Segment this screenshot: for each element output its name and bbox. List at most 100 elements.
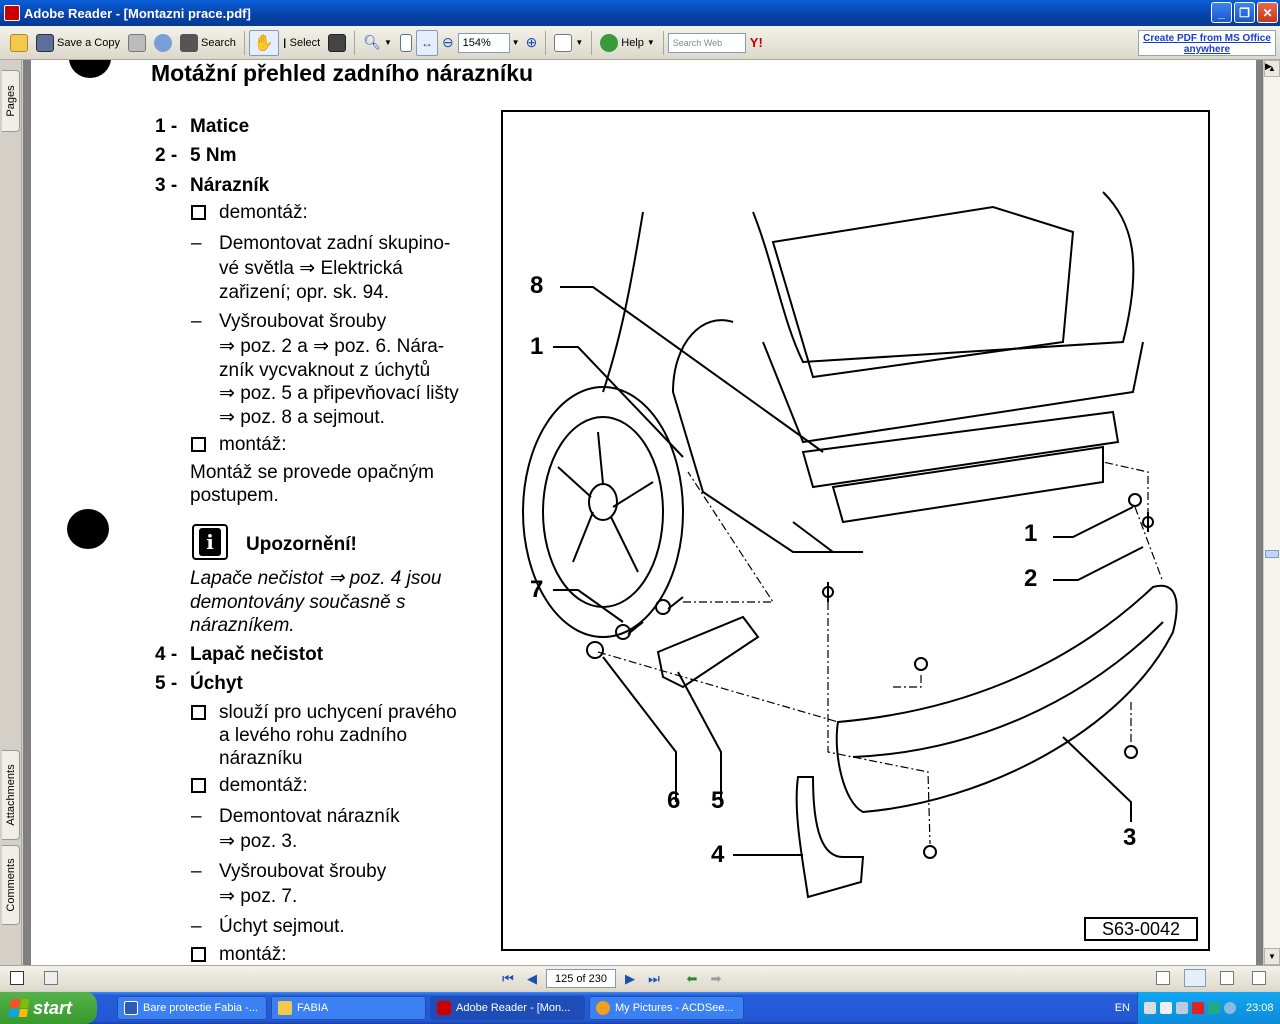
printer-icon: [127, 33, 146, 52]
monitor-icon[interactable]: [1176, 1002, 1188, 1014]
tab-attachments[interactable]: Attachments: [2, 750, 20, 840]
info-icon: i: [192, 524, 228, 560]
save-copy-button[interactable]: Save a Copy: [32, 30, 124, 56]
dash-marker: –: [191, 311, 202, 332]
system-tray: 23:08: [1137, 992, 1280, 1024]
yahoo-button[interactable]: Y!: [746, 30, 767, 56]
single-page-view-button[interactable]: [1156, 971, 1170, 985]
montaz-text: postupem.: [190, 485, 279, 506]
uchyt-desc: slouží pro uchycení pravého: [219, 702, 457, 723]
disk-icon: [36, 33, 54, 52]
continuous-facing-view-button[interactable]: [1252, 971, 1266, 985]
maximize-button[interactable]: ❐: [1234, 2, 1255, 23]
skype-icon[interactable]: [1224, 1002, 1236, 1014]
start-button[interactable]: start: [0, 992, 97, 1024]
search-web-input[interactable]: Search Web: [667, 32, 746, 53]
minus-circle-icon: ⊖: [441, 34, 454, 50]
montaz-label: montáž:: [219, 434, 287, 455]
create-pdf-link[interactable]: Create PDF from MS Office anywhere: [1138, 30, 1276, 56]
page-title: Motážní přehled zadního nárazníku: [151, 60, 534, 86]
callout-1: 1: [530, 333, 544, 360]
next-page-button[interactable]: ▶: [625, 970, 635, 986]
step-text: vé světla ⇒ Elektrická: [219, 258, 403, 279]
select-label: Select: [289, 36, 321, 49]
scroll-right-button[interactable]: ▶: [1265, 61, 1272, 71]
demontaz-label: demontáž:: [219, 202, 308, 223]
step-text: Vyšroubovat šrouby: [219, 311, 387, 332]
previous-view-button[interactable]: ⬅: [686, 970, 698, 986]
montaz-text: Montáž se provede opačným: [190, 462, 434, 483]
taskbar-item-folder[interactable]: FABIA: [271, 996, 426, 1020]
taskbar-item-acdsee[interactable]: My Pictures - ACDSee...: [589, 996, 744, 1020]
item-4-num: 4 -: [155, 644, 178, 665]
close-button[interactable]: ✕: [1257, 2, 1278, 23]
page-size-icon[interactable]: [10, 971, 24, 985]
taskbar-item-adobe-reader[interactable]: Adobe Reader - [Mon...: [430, 996, 585, 1020]
zoom-input[interactable]: 154%: [457, 32, 510, 53]
scroll-thumb[interactable]: [1265, 550, 1279, 558]
email-button[interactable]: [150, 30, 176, 56]
step-text: ⇒ poz. 2 a ⇒ poz. 6. Nára-: [219, 336, 445, 357]
step-text: ⇒ poz. 8 a sejmout.: [219, 407, 385, 428]
help-icon: [600, 33, 619, 52]
continuous-view-button[interactable]: [1184, 969, 1206, 987]
zoom-out-button[interactable]: ⊖: [438, 30, 458, 56]
folder-icon: [10, 33, 28, 52]
network-icon[interactable]: [1144, 1002, 1156, 1014]
open-button[interactable]: [6, 30, 32, 56]
item-5-label: Úchyt: [190, 673, 243, 694]
adobe-reader-icon: [4, 5, 20, 21]
actual-size-button[interactable]: [396, 30, 416, 56]
facing-view-button[interactable]: [1220, 971, 1234, 985]
minimize-button[interactable]: _: [1211, 2, 1232, 23]
antivirus-icon[interactable]: [1192, 1002, 1204, 1014]
fit-width-button[interactable]: ↔: [415, 29, 438, 56]
callout-8: 8: [530, 272, 544, 299]
text-cursor-icon: I: [282, 34, 287, 51]
zoom-in-tool-button[interactable]: 🔍︎▼: [359, 30, 396, 56]
warning-text: nárazníkem.: [190, 615, 295, 636]
task-label: Adobe Reader - [Mon...: [456, 1002, 571, 1014]
tab-comments[interactable]: Comments: [2, 845, 20, 925]
separator: [591, 30, 593, 55]
vertical-scrollbar[interactable]: ▲ ▼: [1263, 60, 1280, 965]
hand-tool-button[interactable]: ✋: [248, 29, 279, 56]
scroll-down-button[interactable]: ▼: [1264, 948, 1280, 965]
callout-6: 6: [667, 787, 681, 814]
help-button[interactable]: Help▼: [596, 30, 659, 56]
bumper-assembly-diagram: 8 1 1 2 7 6 5 4 3 S63-0042: [501, 110, 1210, 951]
print-button[interactable]: [124, 30, 150, 56]
page-number-input[interactable]: 125 of 230: [546, 969, 616, 988]
tab-pages[interactable]: Pages: [2, 70, 20, 132]
task-label: FABIA: [297, 1002, 329, 1014]
task-label: Bare protectie Fabia -...: [143, 1002, 258, 1014]
last-page-button[interactable]: ⏭: [648, 970, 660, 986]
zoom-value: 154%: [462, 36, 491, 49]
first-page-button[interactable]: ⏮: [502, 970, 514, 986]
zoom-in-button[interactable]: ⊕: [522, 30, 542, 56]
update-icon[interactable]: [1208, 1002, 1220, 1014]
previous-page-button[interactable]: ◀: [527, 970, 537, 986]
item-5-num: 5 -: [155, 673, 178, 694]
snapshot-button[interactable]: [324, 30, 350, 56]
item-1-label: Matice: [190, 116, 250, 137]
language-indicator[interactable]: EN: [1114, 1002, 1130, 1014]
yahoo-icon: Y!: [749, 35, 763, 50]
page-layout-button[interactable]: ▼: [550, 30, 587, 56]
zoom-dropdown[interactable]: ▼: [510, 30, 522, 56]
task-label: My Pictures - ACDSee...: [615, 1002, 734, 1014]
checkbox-bullet: [191, 947, 206, 962]
callout-3: 3: [1123, 824, 1137, 851]
document-view[interactable]: Motážní přehled zadního nárazníku 1 - Ma…: [23, 60, 1263, 965]
page-layout-icon[interactable]: [44, 971, 58, 985]
acdsee-icon: [596, 1001, 610, 1015]
fit-width-icon: ↔: [420, 35, 433, 50]
taskbar-item-word[interactable]: Bare protectie Fabia -...: [117, 996, 267, 1020]
uchyt-desc: a levého rohu zadního: [219, 725, 408, 746]
search-button[interactable]: Search: [176, 30, 240, 56]
volume-icon[interactable]: [1160, 1002, 1172, 1014]
status-bar: ⏮ ◀ 125 of 230 ▶ ⏭ ⬅ ➡: [0, 965, 1280, 991]
next-view-button[interactable]: ➡: [710, 970, 722, 986]
tab-attachments-label: Attachments: [4, 764, 17, 826]
